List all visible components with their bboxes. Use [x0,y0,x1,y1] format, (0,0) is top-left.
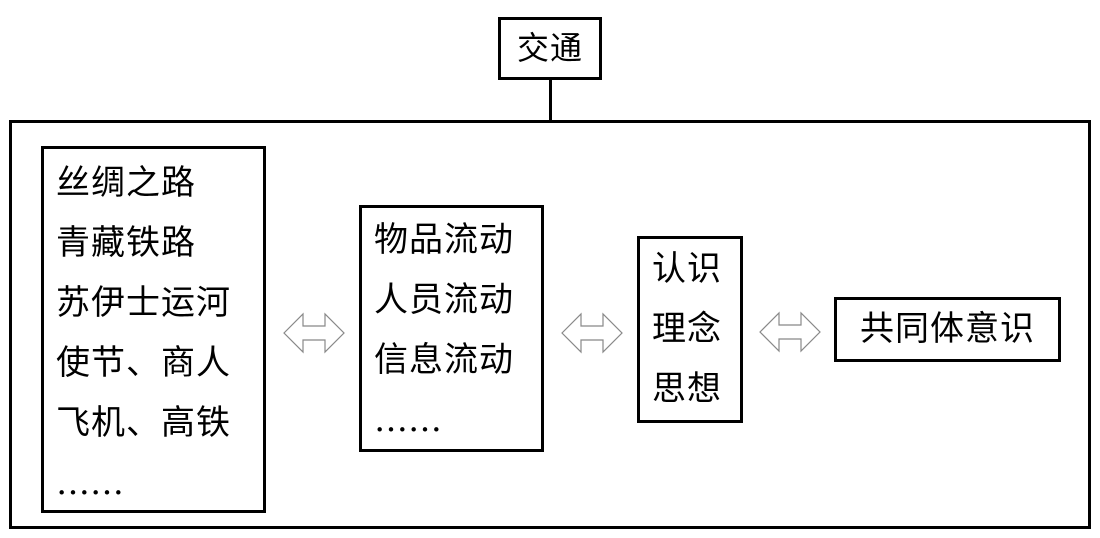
title-label: 交通 [516,29,583,67]
flows-item: …… [374,400,442,440]
flows-item: 物品流动 [374,220,514,260]
sources-item: 丝绸之路 [56,163,196,203]
title-box: 交通 [498,17,602,80]
sources-item: 飞机、高铁 [56,403,231,443]
double-arrow-icon [283,312,345,354]
result-label: 共同体意识 [860,309,1035,349]
connector-line [549,80,552,122]
sources-box: 丝绸之路 青藏铁路 苏伊士运河 使节、商人 飞机、高铁 …… [41,146,266,513]
cognition-box: 认识 理念 思想 [637,236,743,423]
cognition-item: 理念 [652,309,722,349]
sources-item: 青藏铁路 [56,223,196,263]
double-arrow-icon [759,311,821,353]
cognition-item: 认识 [652,249,722,289]
sources-item: 苏伊士运河 [56,283,231,323]
sources-item: …… [56,463,124,503]
flows-item: 信息流动 [374,340,514,380]
cognition-item: 思想 [652,369,722,409]
double-arrow-icon [561,312,623,354]
flows-box: 物品流动 人员流动 信息流动 …… [359,205,544,452]
result-box: 共同体意识 [834,297,1061,362]
flows-item: 人员流动 [374,280,514,320]
sources-item: 使节、商人 [56,343,231,383]
